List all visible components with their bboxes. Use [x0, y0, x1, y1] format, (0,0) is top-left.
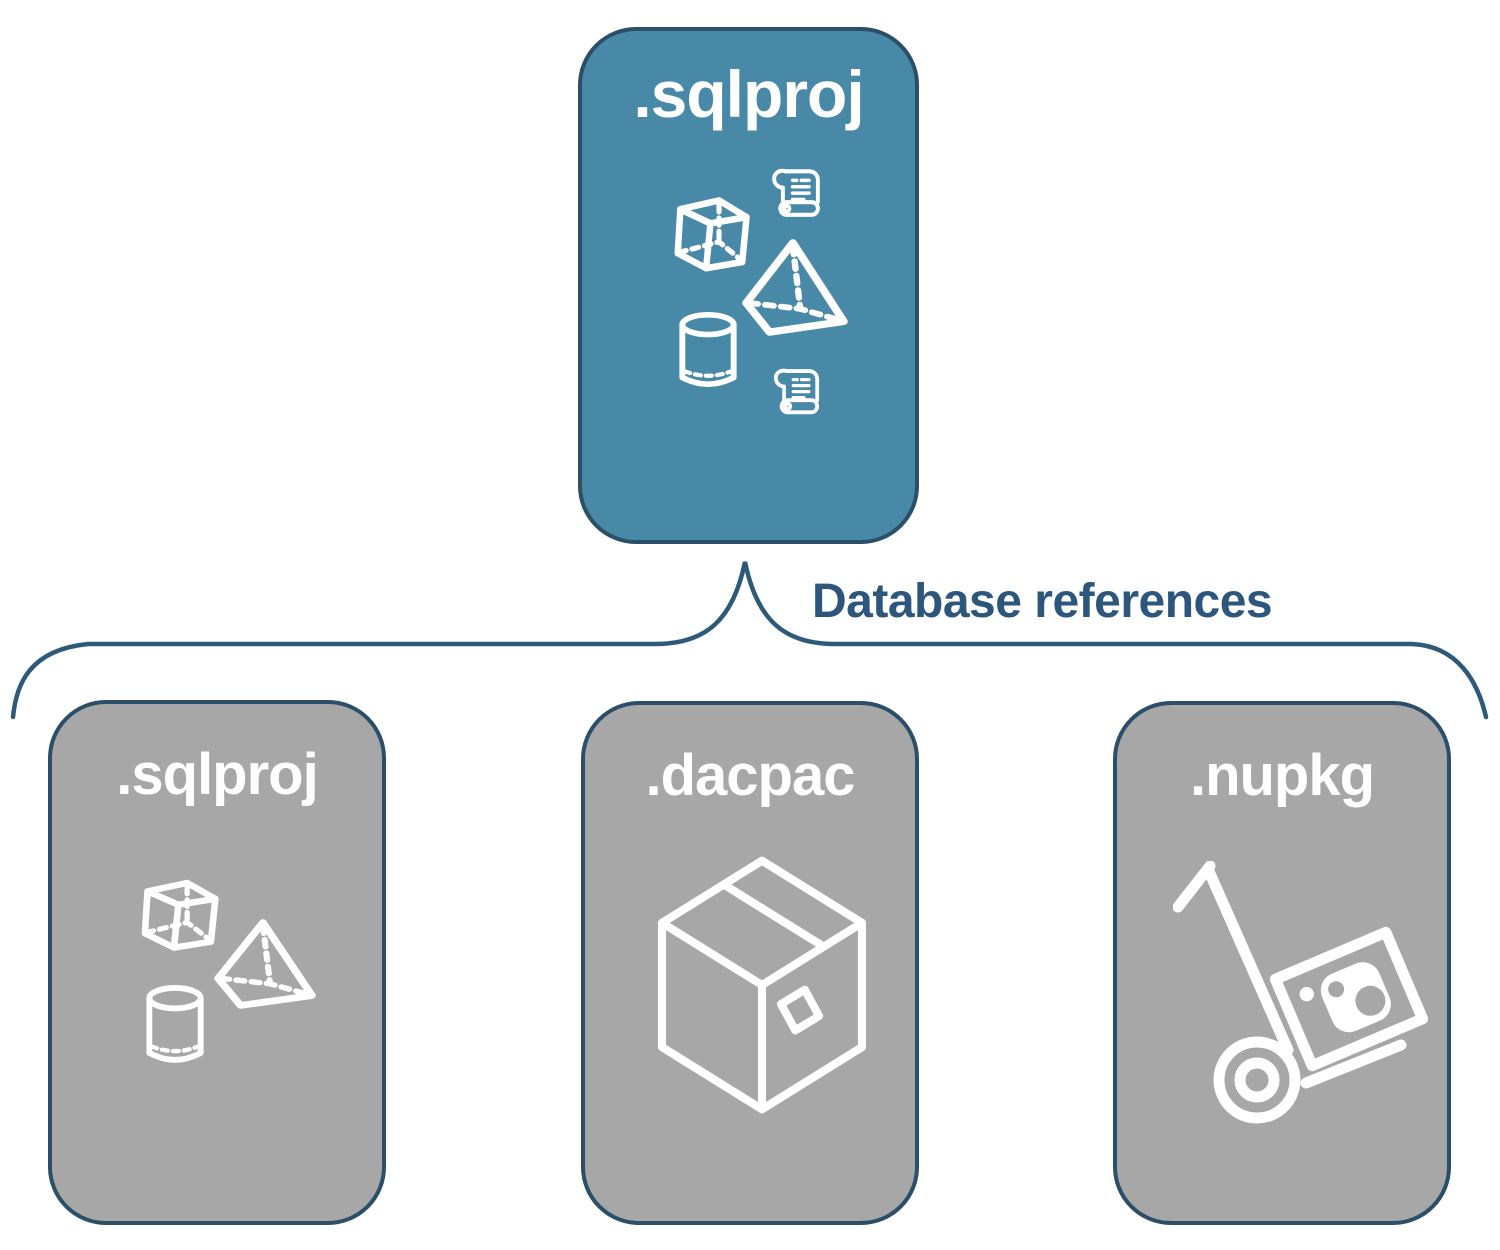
connector-label: Database references [812, 575, 1273, 628]
cylinder-icon [675, 312, 741, 393]
cylinder-icon [142, 985, 208, 1069]
card-child-nupkg-label: .nupkg [1189, 743, 1375, 808]
scroll-icon [768, 165, 824, 223]
scroll-icon [770, 365, 823, 420]
card-child-dacpac-label: .dacpac [645, 743, 856, 808]
card-child-nupkg: .nupkg [1113, 701, 1451, 1225]
pyramid-icon [214, 919, 316, 1009]
cube-icon [137, 872, 225, 956]
card-child-sqlproj: .sqlproj [48, 700, 386, 1225]
card-child-dacpac: .dacpac [581, 701, 919, 1225]
package-box-icon [643, 844, 881, 1126]
card-root-label: .sqlproj [633, 57, 864, 131]
card-root-sqlproj: .sqlproj [578, 27, 919, 544]
pyramid-icon [742, 239, 848, 336]
nuget-handtruck-icon [1173, 861, 1429, 1129]
card-child-sqlproj-label: .sqlproj [116, 742, 318, 807]
